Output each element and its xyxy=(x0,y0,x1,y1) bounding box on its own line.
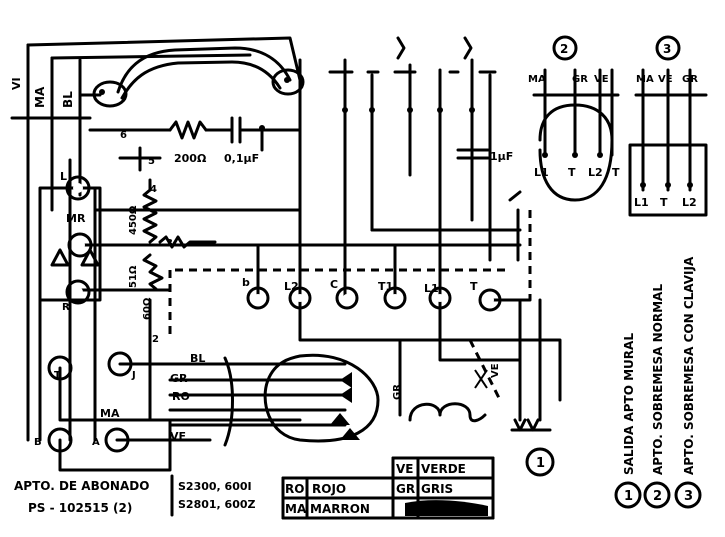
bottom-terminal-row xyxy=(256,188,562,402)
wire-label-ma: MA xyxy=(33,86,47,108)
cord-plug xyxy=(168,353,380,447)
socket-2-l2: L2 xyxy=(588,166,603,179)
coil-51-label: 51Ω xyxy=(128,265,139,288)
resistor-200-label: 200Ω xyxy=(174,152,207,165)
num-2: 2 xyxy=(152,334,159,345)
table-r0-c2: VE xyxy=(396,462,413,476)
terminal-label-l: L xyxy=(60,170,67,183)
terminal-label-t: T xyxy=(54,370,61,381)
socket-3-ve: VE xyxy=(658,74,673,85)
socket-3-num: 3 xyxy=(663,42,671,56)
socket-2-l1: L1 xyxy=(534,166,549,179)
socket-1-badge xyxy=(525,447,555,477)
coil-450-label: 450Ω xyxy=(128,205,139,235)
table-r1-c3: GRIS xyxy=(421,482,453,496)
caption-line2-left: PS - 102515 (2) xyxy=(28,501,132,515)
table-r0-c3: VERDE xyxy=(421,462,466,476)
num-5: 5 xyxy=(148,156,155,167)
cord-label-ro: RO xyxy=(172,390,190,403)
legend xyxy=(614,481,702,509)
terminal-bottom-b xyxy=(246,286,270,310)
table-r1-c0: RO xyxy=(285,482,304,496)
terminal-bottom-t1 xyxy=(383,286,407,310)
socket-3-l2: L2 xyxy=(682,196,697,209)
coil-tap xyxy=(158,235,217,249)
capacitor-01-label: 0,1μF xyxy=(224,152,259,165)
caption-line2-right: S2801, 600Z xyxy=(178,498,256,511)
socket-3-t: T xyxy=(660,196,668,209)
socket-2 xyxy=(532,35,620,202)
terminal-bottom-t xyxy=(478,288,502,312)
socket-2-ma: MA xyxy=(528,74,546,85)
terminal-r xyxy=(65,279,91,305)
terminal-bottom-label-t: T xyxy=(470,280,478,293)
left-terminal-block xyxy=(38,158,522,442)
socket-3-gr: GR xyxy=(682,74,698,85)
terminal-bottom-label-b: b xyxy=(242,276,250,289)
caption-line1-left: APTO. DE ABONADO xyxy=(14,479,149,493)
wire-label-bl: BL xyxy=(61,91,75,108)
socket-2-t: T xyxy=(568,166,576,179)
cord-label-gr: GR xyxy=(170,372,188,385)
terminal-mr xyxy=(67,232,93,258)
table-r1-c1: ROJO xyxy=(312,482,346,496)
terminal-bottom-l2 xyxy=(288,286,312,310)
socket-2-tr: T xyxy=(612,166,620,179)
terminal-label-mr: MR xyxy=(66,212,86,225)
coil-60-label: 60Ω xyxy=(142,297,153,320)
terminal-label-r: R xyxy=(62,302,70,313)
lower-left-wires xyxy=(38,268,510,472)
table-r1-c2: GR xyxy=(396,482,415,496)
legend-text-1: SALIDA APTO MURAL xyxy=(622,333,636,475)
legend-num-3: 3 xyxy=(684,489,693,504)
socket-1-wiring xyxy=(398,298,552,432)
terminal-label-b: B xyxy=(34,437,42,448)
socket-1-num: 1 xyxy=(536,456,545,471)
terminal-bottom-label-l1: L1 xyxy=(424,282,439,295)
socket-3-ma: MA xyxy=(636,74,654,85)
cord-label-bl: BL xyxy=(190,352,205,365)
legend-num-2: 2 xyxy=(653,489,662,504)
terminal-bottom-label-l2: L2 xyxy=(284,280,299,293)
capacitor-1-label: 1μF xyxy=(490,150,513,163)
cord-label-ma: MA xyxy=(100,407,120,420)
hook-switch-contacts xyxy=(328,36,532,300)
socket-3 xyxy=(628,35,708,217)
socket-2-ve: VE xyxy=(594,74,609,85)
terminal-bottom-c xyxy=(335,286,359,310)
color-code-table xyxy=(281,456,495,520)
caption-line1-right: S2300, 600I xyxy=(178,480,252,493)
wire-label-vi: VI xyxy=(10,77,23,90)
socket-2-num: 2 xyxy=(560,42,568,56)
legend-text-3: APTO. SOBREMESA CON CLAVIJA xyxy=(682,256,696,475)
table-r2-c1: MARRON xyxy=(310,502,370,516)
legend-num-1: 1 xyxy=(624,489,633,504)
socket-2-gr: GR xyxy=(572,74,588,85)
right-wire-label-ve: VE xyxy=(490,363,501,378)
terminal-bottom-label-c: C xyxy=(330,278,338,291)
induction-coil xyxy=(118,146,164,342)
cord-label-ve: VE xyxy=(170,430,186,443)
terminal-bottom-l1 xyxy=(428,286,452,310)
terminal-label-a: A xyxy=(92,437,100,448)
terminal-l xyxy=(65,175,91,201)
num-6: 6 xyxy=(120,130,127,141)
legend-text-2: APTO. SOBREMESA NORMAL xyxy=(651,284,665,475)
table-r2-c0: MA xyxy=(285,502,307,516)
right-wire-label-gr: GR xyxy=(392,384,403,400)
terminal-label-j: J xyxy=(131,370,136,381)
socket-3-l1: L1 xyxy=(634,196,649,209)
num-4: 4 xyxy=(150,184,157,195)
terminal-bottom-label-t1: T1 xyxy=(378,280,393,293)
left-wires xyxy=(10,36,302,442)
